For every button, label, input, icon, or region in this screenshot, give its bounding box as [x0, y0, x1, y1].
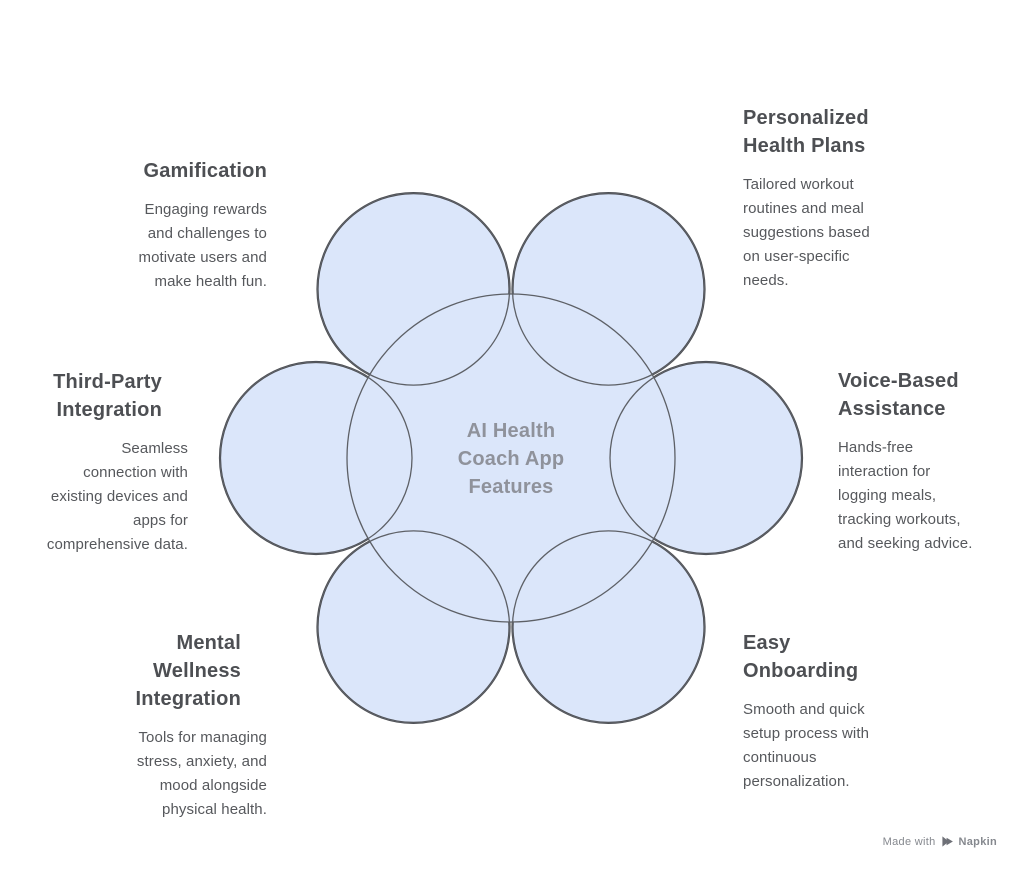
feature-desc-voice-based-assistance: Hands-free interaction for logging meals… — [838, 439, 973, 552]
petal-outline-mental-wellness-integration — [316, 530, 511, 724]
feature-desc-gamification: Engaging rewards and challenges to motiv… — [138, 201, 267, 290]
feature-title-voice-based-assistance: Voice-Based Assistance — [838, 370, 959, 420]
feature-title-gamification: Gamification — [143, 160, 267, 182]
petal-outline-third-party-integration — [219, 361, 413, 555]
center-circle-fill — [347, 294, 675, 622]
feature-desc-easy-onboarding: Smooth and quick setup process with cont… — [743, 701, 870, 790]
diagram-center-title: AI Health Coach App Features — [457, 420, 565, 498]
napkin-watermark-link[interactable]: Made with Napkin — [883, 835, 997, 848]
petal-outline-personalized-health-plans — [511, 192, 706, 386]
watermark-prefix: Made with — [882, 835, 936, 848]
petal-outline-gamification — [316, 192, 511, 386]
center-circle-outline — [346, 293, 676, 623]
feature-title-easy-onboarding: Easy Onboarding — [743, 632, 859, 682]
feature-block-personalized-health-plans: Personalized Health Plans Tailored worko… — [743, 104, 963, 293]
petal-outline-voice-based-assistance — [609, 361, 803, 555]
napkin-logo-icon — [941, 836, 953, 847]
feature-title-mental-wellness-integration: Mental Wellness Integration — [135, 632, 241, 710]
feature-block-third-party-integration: Third-Party Integration Seamless connect… — [8, 368, 188, 557]
petal-outline-easy-onboarding — [511, 530, 706, 724]
feature-block-gamification: Gamification Engaging rewards and challe… — [27, 157, 267, 294]
feature-desc-personalized-health-plans: Tailored workout routines and meal sugge… — [743, 176, 870, 289]
feature-block-voice-based-assistance: Voice-Based Assistance Hands-free intera… — [838, 367, 1018, 556]
feature-desc-third-party-integration: Seamless connection with existing device… — [46, 440, 188, 553]
feature-title-third-party-integration: Third-Party Integration — [53, 371, 162, 421]
feature-title-personalized-health-plans: Personalized Health Plans — [743, 107, 869, 157]
feature-desc-mental-wellness-integration: Tools for managing stress, anxiety, and … — [136, 729, 267, 818]
feature-block-mental-wellness-integration: Mental Wellness Integration Tools for ma… — [27, 629, 267, 822]
thin-outlines — [219, 192, 803, 724]
feature-block-easy-onboarding: Easy Onboarding Smooth and quick setup p… — [743, 629, 943, 794]
watermark-brand: Napkin — [958, 835, 997, 848]
